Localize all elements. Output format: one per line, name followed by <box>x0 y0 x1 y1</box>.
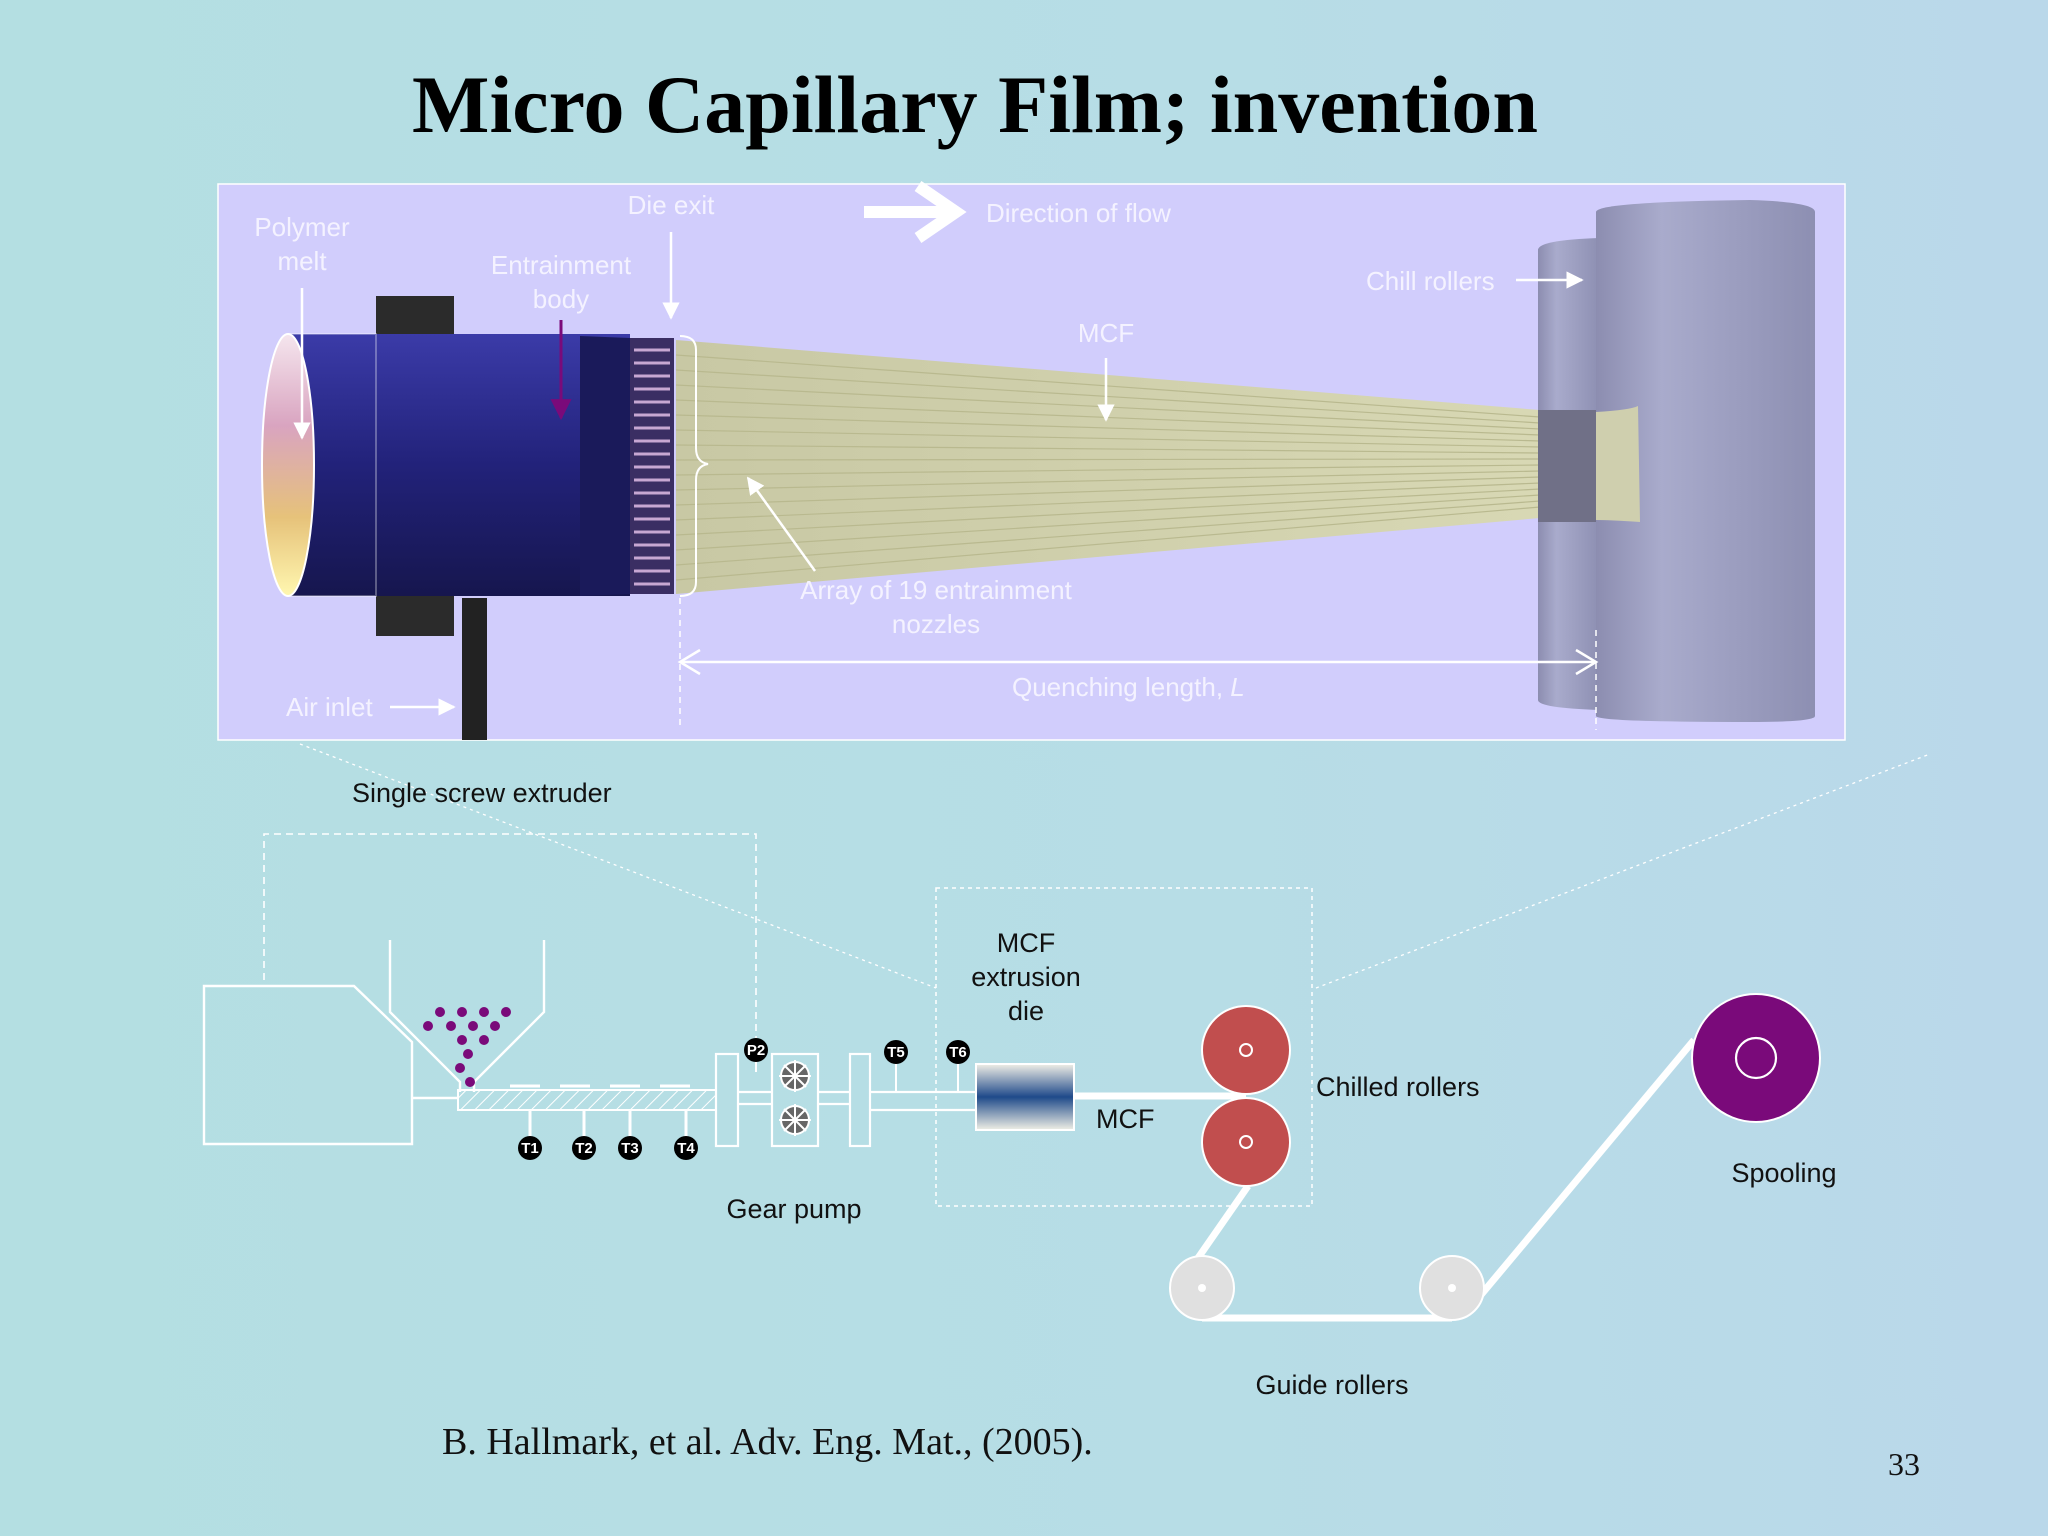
svg-text:T5: T5 <box>887 1044 905 1061</box>
label-chilled-rollers: Chilled rollers <box>1316 1072 1480 1102</box>
svg-text:T4: T4 <box>677 1140 695 1157</box>
hopper <box>388 940 546 1092</box>
sensor-t1: T1 <box>518 1136 542 1160</box>
label-single-screw-extruder: Single screw extruder <box>352 778 612 808</box>
mcf-extrusion-die <box>975 1063 1075 1131</box>
label-mcf-top: MCF <box>1078 318 1134 348</box>
support-block-bottom <box>376 594 454 636</box>
gear-pump <box>770 1052 820 1148</box>
nozzle-brace <box>679 335 709 597</box>
citation: B. Hallmark, et al. Adv. Eng. Mat., (200… <box>442 1421 1093 1463</box>
label-nozzles-1: Array of 19 entrainment <box>800 575 1072 605</box>
label-entrainment-body-1: Entrainment <box>491 250 632 280</box>
svg-text:T6: T6 <box>949 1044 967 1061</box>
screw-barrel <box>457 1089 717 1111</box>
slide-number: 33 <box>1888 1446 1920 1482</box>
label-direction-of-flow: Direction of flow <box>986 198 1171 228</box>
label-chill-rollers: Chill rollers <box>1366 266 1495 296</box>
entrainment-cylinder <box>261 333 674 597</box>
sensor-t3: T3 <box>618 1136 642 1160</box>
guide-rollers <box>1169 1255 1485 1321</box>
label-spooling: Spooling <box>1731 1158 1836 1188</box>
label-die-2: extrusion <box>971 962 1081 992</box>
nozzle-ticks <box>634 348 670 586</box>
label-entrainment-body-2: body <box>533 284 589 314</box>
label-gear-pump: Gear pump <box>726 1194 861 1224</box>
label-polymer-melt-1: Polymer <box>254 212 350 242</box>
sensor-t4: T4 <box>674 1136 698 1160</box>
svg-text:T2: T2 <box>575 1140 593 1157</box>
direction-of-flow-arrow <box>864 181 967 243</box>
extruder-motor <box>202 984 414 1146</box>
label-guide-rollers: Guide rollers <box>1255 1370 1408 1400</box>
svg-text:P2: P2 <box>747 1042 765 1059</box>
quenching-length-arrow <box>677 598 1599 730</box>
svg-text:T1: T1 <box>521 1140 539 1157</box>
film-web-path <box>1195 1037 1697 1322</box>
gear-icon <box>779 1060 811 1136</box>
chilled-rollers <box>1201 1005 1291 1187</box>
label-nozzles-2: nozzles <box>892 609 980 639</box>
pellets <box>423 1007 511 1087</box>
label-die-3: die <box>1008 996 1044 1026</box>
top-panel: Polymer melt Die exit Direction of flow … <box>217 181 1846 741</box>
chill-rollers <box>1538 200 1815 722</box>
mcf-film <box>675 340 1541 594</box>
process-diagram: T1 T2 T3 T4 P2 T5 T6 Single screw extrud… <box>202 778 1837 1400</box>
label-air-inlet: Air inlet <box>286 692 373 722</box>
sensor-p2: P2 <box>744 1038 768 1062</box>
sensor-t2: T2 <box>572 1136 596 1160</box>
label-mcf-process: MCF <box>1096 1104 1154 1134</box>
label-polymer-melt-2: melt <box>277 246 327 276</box>
svg-text:T3: T3 <box>621 1140 639 1157</box>
spool <box>1691 993 1821 1123</box>
support-block-top <box>376 296 454 338</box>
label-die-1: MCF <box>997 928 1055 958</box>
label-quenching-length: Quenching length, L <box>1012 672 1245 702</box>
air-inlet-pipe <box>462 598 487 740</box>
label-die-exit: Die exit <box>628 190 715 220</box>
slide-title: Micro Capillary Film; invention <box>412 59 1538 150</box>
sensor-t6: T6 <box>946 1040 970 1064</box>
sensor-t5: T5 <box>884 1040 908 1064</box>
